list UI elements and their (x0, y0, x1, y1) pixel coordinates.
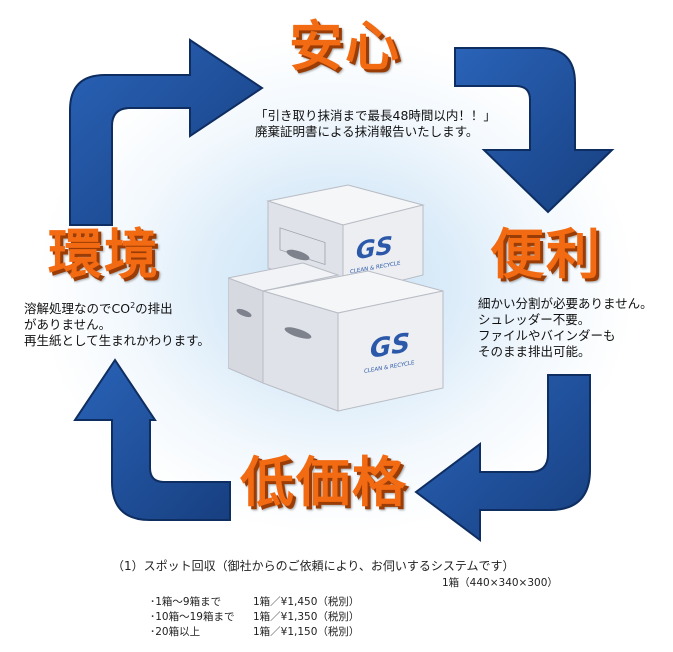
price-range: ･10箱～19箱まで (150, 611, 235, 623)
gs-logo-top: GS (356, 231, 393, 265)
kankyo-description: 溶解処理なのでCO2の排出 がありません。 再生紙として生まれかわります。 (24, 298, 210, 349)
price-range: ･1箱～9箱まで (150, 596, 222, 608)
benri-line: 細かい分割が必要ありません。 (478, 296, 653, 311)
kankyo-text-b: の排出 (135, 301, 173, 317)
benri-description: 細かい分割が必要ありません。 シュレッダー不要。 ファイルやバインダーも そのま… (478, 296, 653, 360)
box-size: 1箱（440×340×300） (442, 577, 558, 589)
arrow-bottom-right-icon (414, 374, 591, 542)
anshin-line: 「引き取り抹消まで最長48時間以内！！」 (255, 108, 496, 123)
benri-line: シュレッダー不要。 (478, 312, 591, 327)
kankyo-line: がありません。 (24, 317, 112, 333)
anshin-description: 「引き取り抹消まで最長48時間以内！！」 廃棄証明書による抹消報告いたします。 (255, 108, 496, 140)
gs-logo-bottom: GS (370, 328, 410, 365)
kankyo-line: 溶解処理なのでCO2の排出 (24, 298, 210, 317)
recycle-boxes-image: GS CLEAN & RECYCLE GS CLEAN & RECYCLE (228, 184, 444, 412)
keyword-kankyo: 環境 (48, 223, 160, 286)
anshin-line: 廃棄証明書による抹消報告いたします。 (255, 124, 479, 139)
benri-line: そのまま排出可能。 (478, 344, 591, 359)
arrow-top-right-icon (454, 47, 615, 214)
keyword-benri: 便利 (490, 223, 602, 286)
price-value: 1箱／¥1,350（税別） (253, 611, 360, 623)
price-value: 1箱／¥1,150（税別） (253, 626, 360, 638)
keyword-teikakaku: 低価格 (240, 451, 408, 514)
arrow-top-left-icon (69, 38, 264, 226)
kankyo-line: 再生紙として生まれかわります。 (24, 333, 210, 349)
arrow-bottom-left-icon (73, 358, 231, 521)
keyword-anshin: 安心 (289, 15, 401, 78)
service-title: （1）スポット回収（御社からのご依頼により、お伺いするシステムです） (112, 559, 515, 573)
kankyo-text-a: 溶解処理なのでCO (24, 301, 131, 317)
co2-subscript: 2 (130, 301, 136, 310)
price-range: ･20箱以上 (150, 626, 201, 638)
cycle-arrows (69, 38, 615, 542)
price-value: 1箱／¥1,450（税別） (253, 596, 360, 608)
benri-line: ファイルやバインダーも (478, 328, 616, 343)
